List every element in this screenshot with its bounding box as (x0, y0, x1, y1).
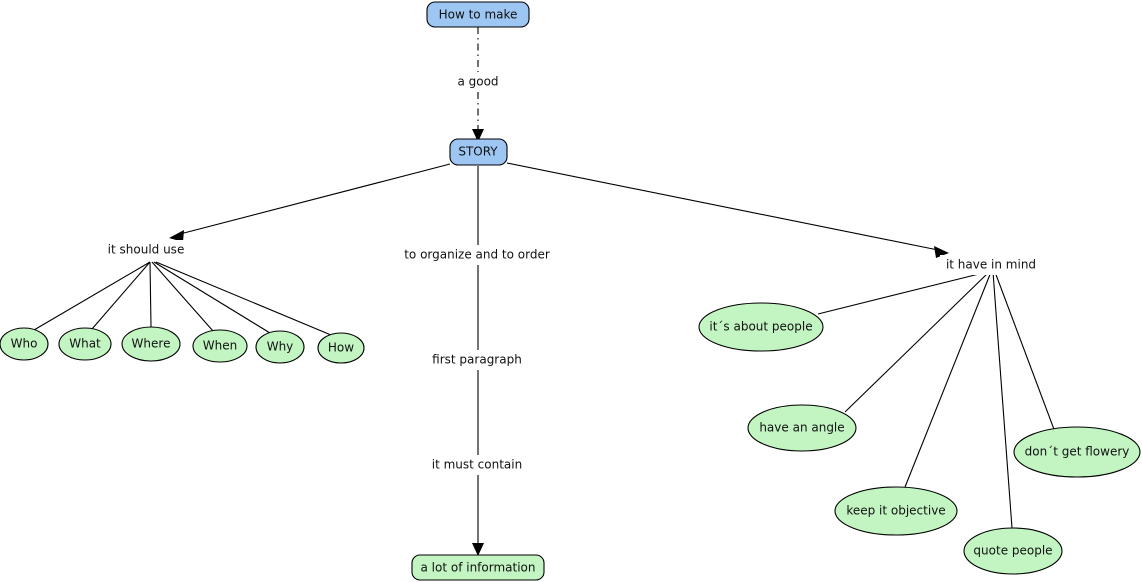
it-must-contain-label-backing (427, 455, 527, 475)
node-how-label: How (328, 341, 354, 355)
link-labels-layer: a good it should use to organize and to … (100, 72, 1042, 475)
to-organize-label-backing (398, 245, 556, 265)
edge-should-use-how (155, 261, 332, 336)
edge-should-use-why (153, 261, 271, 334)
node-why-label: Why (267, 340, 294, 354)
node-quote-people[interactable]: quote people (963, 527, 1063, 575)
node-how-to-make-shape[interactable] (426, 1, 530, 28)
node-story-shape[interactable] (449, 138, 508, 166)
node-how-to-make-label: How to make (439, 8, 518, 22)
node-a-lot-of-information-shape[interactable] (411, 554, 545, 581)
node-who-shape[interactable] (0, 327, 49, 361)
node-who-label: Who (11, 337, 38, 351)
link-label-first-paragraph: first paragraph (432, 353, 522, 367)
edge-mind-keep-it-objective (904, 271, 992, 488)
edge-mind-have-an-angle (844, 271, 990, 413)
arrow-head-to-story (472, 129, 484, 142)
node-where-label: Where (132, 337, 171, 351)
edge-story-to-it-have-in-mind (506, 162, 939, 251)
node-have-an-angle-shape[interactable] (747, 404, 857, 452)
node-keep-it-objective-shape[interactable] (834, 486, 958, 536)
arrow-head-a-lot-of-information (472, 543, 484, 556)
edge-story-to-it-should-use (179, 163, 451, 235)
node-keep-it-objective[interactable]: keep it objective (834, 486, 958, 536)
node-how-shape[interactable] (317, 332, 365, 364)
node-have-an-angle[interactable]: have an angle (747, 404, 857, 452)
arrow-head-it-have-in-mind (934, 246, 949, 258)
edge-mind-dont-get-flowery (994, 271, 1056, 433)
node-when[interactable]: When (192, 329, 248, 363)
node-have-an-angle-label: have an angle (759, 421, 844, 435)
node-keep-it-objective-label: keep it objective (846, 504, 945, 518)
node-quote-people-shape[interactable] (963, 527, 1063, 575)
node-how[interactable]: How (317, 332, 365, 364)
node-what[interactable]: What (58, 327, 112, 361)
edge-should-use-who (33, 261, 151, 331)
link-label-it-must-contain: it must contain (432, 458, 522, 472)
edges-layer (33, 27, 1056, 556)
node-who[interactable]: Who (0, 327, 49, 361)
link-label-it-should-use: it should use (108, 243, 185, 257)
node-its-about-people-label: it´s about people (709, 320, 812, 334)
node-where-shape[interactable] (121, 326, 181, 362)
a-good-label-backing (447, 72, 509, 92)
it-have-in-mind-label-backing (940, 255, 1042, 275)
arrow-head-it-should-use (169, 230, 184, 242)
node-its-about-people-shape[interactable] (698, 302, 824, 352)
edge-mind-its-about-people (817, 271, 988, 315)
node-dont-get-flowery-label: don´t get flowery (1025, 445, 1130, 459)
node-why-shape[interactable] (255, 330, 305, 364)
node-story-label: STORY (458, 145, 498, 159)
node-a-lot-of-information-label: a lot of information (420, 561, 535, 575)
edge-should-use-when (151, 261, 214, 332)
node-what-shape[interactable] (58, 327, 112, 361)
node-what-label: What (69, 337, 101, 351)
node-story[interactable]: STORY (449, 138, 508, 166)
link-label-it-have-in-mind: it have in mind (946, 258, 1036, 272)
edge-mind-quote-people (992, 271, 1013, 529)
node-how-to-make[interactable]: How to make (426, 1, 530, 28)
it-should-use-label-backing (100, 240, 192, 260)
node-quote-people-label: quote people (973, 544, 1052, 558)
node-a-lot-of-information[interactable]: a lot of information (411, 554, 545, 581)
first-paragraph-label-backing (427, 350, 527, 370)
link-label-to-organize-and-to-order: to organize and to order (404, 248, 550, 262)
node-when-label: When (203, 339, 237, 353)
edge-should-use-where (149, 261, 152, 328)
node-its-about-people[interactable]: it´s about people (698, 302, 824, 352)
node-where[interactable]: Where (121, 326, 181, 362)
node-dont-get-flowery[interactable]: don´t get flowery (1013, 426, 1141, 478)
edge-should-use-what (91, 261, 151, 330)
link-label-a-good: a good (457, 75, 498, 89)
node-dont-get-flowery-shape[interactable] (1013, 426, 1141, 478)
node-when-shape[interactable] (192, 329, 248, 363)
node-why[interactable]: Why (255, 330, 305, 364)
